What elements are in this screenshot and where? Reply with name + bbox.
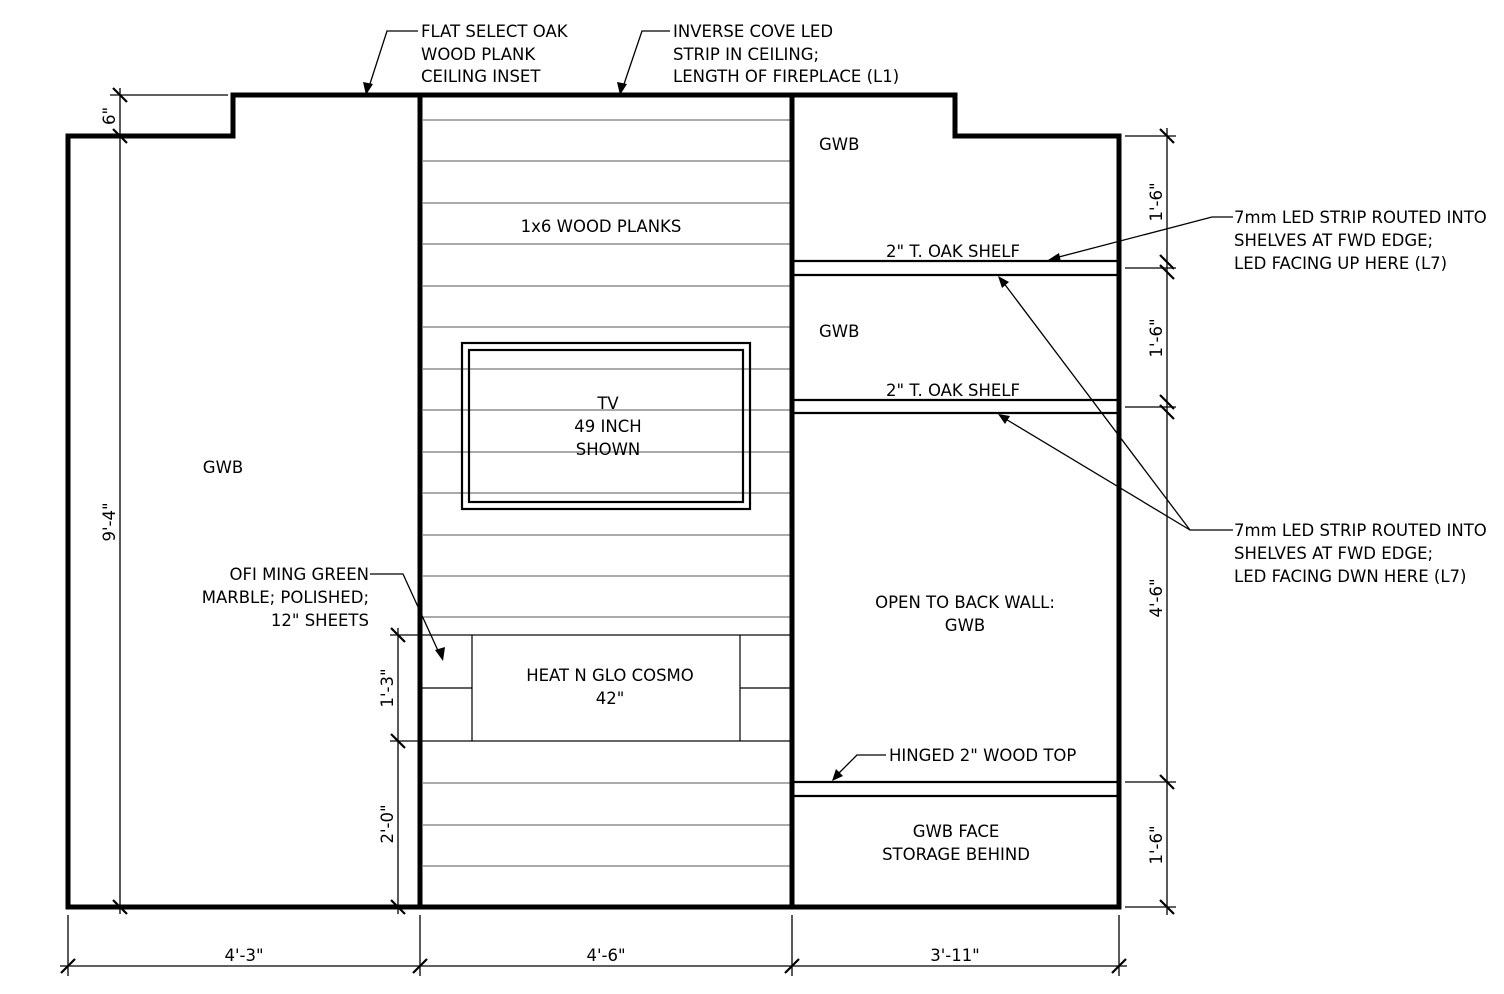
label-cove-led: INVERSE COVE LED STRIP IN CEILING; LENGT… [673, 22, 899, 86]
svg-text:STRIP IN CEILING;: STRIP IN CEILING; [673, 45, 819, 64]
svg-text:SHOWN: SHOWN [576, 440, 641, 459]
dim-hearth-height: 2'-0" [378, 804, 397, 843]
label-tv: TV 49 INCH SHOWN [574, 394, 641, 459]
svg-text:OPEN TO BACK WALL:: OPEN TO BACK WALL: [875, 593, 1055, 612]
dim-width-center: 4'-6" [586, 946, 625, 965]
label-gwb-left: GWB [203, 458, 243, 477]
label-led-down: 7mm LED STRIP ROUTED INTO SHELVES AT FWD… [1234, 521, 1487, 586]
dim-right-bottom: 1'-6" [1147, 825, 1166, 864]
svg-text:LENGTH OF FIREPLACE (L1): LENGTH OF FIREPLACE (L1) [673, 67, 899, 86]
dim-soffit-drop: 6" [100, 107, 119, 125]
svg-text:TV: TV [596, 394, 619, 413]
label-open-back: OPEN TO BACK WALL: GWB [875, 593, 1055, 635]
svg-text:42": 42" [596, 689, 625, 708]
svg-text:INVERSE COVE LED: INVERSE COVE LED [673, 22, 833, 41]
elevation-outline [65, 92, 1122, 910]
tv-screen [467, 348, 745, 504]
label-gwb-face: GWB FACE STORAGE BEHIND [882, 822, 1030, 864]
svg-text:CEILING INSET: CEILING INSET [421, 67, 541, 86]
label-wood-planks: 1x6 WOOD PLANKS [521, 217, 682, 236]
svg-text:STORAGE BEHIND: STORAGE BEHIND [882, 845, 1030, 864]
dim-firebox-height: 1'-3" [378, 668, 397, 707]
svg-text:49 INCH: 49 INCH [574, 417, 641, 436]
label-led-up: 7mm LED STRIP ROUTED INTO SHELVES AT FWD… [1234, 208, 1487, 273]
dim-right-second: 1'-6" [1147, 318, 1166, 357]
dim-right-open: 4'-6" [1147, 578, 1166, 617]
dim-width-left: 4'-3" [224, 946, 263, 965]
label-shelf-top: 2" T. OAK SHELF [886, 242, 1020, 261]
dim-total-height: 9'-4" [100, 502, 119, 541]
dimension-lines [60, 87, 1176, 976]
fireplace-surround [419, 634, 793, 742]
svg-text:OFI MING GREEN: OFI MING GREEN [229, 565, 369, 584]
svg-text:GWB FACE: GWB FACE [913, 822, 1000, 841]
svg-text:7mm LED STRIP ROUTED INTO: 7mm LED STRIP ROUTED INTO [1234, 521, 1487, 540]
svg-text:SHELVES AT FWD EDGE;: SHELVES AT FWD EDGE; [1234, 544, 1433, 563]
tv-outer-frame [460, 341, 752, 511]
svg-text:7mm LED STRIP ROUTED INTO: 7mm LED STRIP ROUTED INTO [1234, 208, 1487, 227]
svg-text:FLAT SELECT OAK: FLAT SELECT OAK [421, 22, 569, 41]
svg-text:LED FACING UP HERE (L7): LED FACING UP HERE (L7) [1234, 254, 1447, 273]
label-gwb-top-right: GWB [819, 135, 859, 154]
label-shelf-mid: 2" T. OAK SHELF [886, 381, 1020, 400]
label-gwb-mid-right: GWB [819, 322, 859, 341]
dim-right-upper: 1'-6" [1147, 182, 1166, 221]
label-hinged-top: HINGED 2" WOOD TOP [889, 746, 1076, 765]
svg-text:12" SHEETS: 12" SHEETS [271, 611, 369, 630]
leader-lines [363, 30, 1233, 781]
svg-text:MARBLE; POLISHED;: MARBLE; POLISHED; [202, 588, 369, 607]
label-ceiling-inset: FLAT SELECT OAK WOOD PLANK CEILING INSET [421, 22, 569, 86]
label-marble: OFI MING GREEN MARBLE; POLISHED; 12" SHE… [202, 565, 369, 630]
label-fireplace: HEAT N GLO COSMO 42" [526, 666, 694, 708]
shelves [792, 259, 1119, 798]
svg-text:LED FACING DWN HERE (L7): LED FACING DWN HERE (L7) [1234, 567, 1466, 586]
wood-plank-lines [423, 119, 790, 867]
svg-text:WOOD PLANK: WOOD PLANK [421, 45, 536, 64]
svg-text:HEAT N GLO COSMO: HEAT N GLO COSMO [526, 666, 694, 685]
svg-text:SHELVES AT FWD EDGE;: SHELVES AT FWD EDGE; [1234, 231, 1433, 250]
svg-text:GWB: GWB [945, 616, 985, 635]
dim-width-right: 3'-11" [930, 946, 980, 965]
